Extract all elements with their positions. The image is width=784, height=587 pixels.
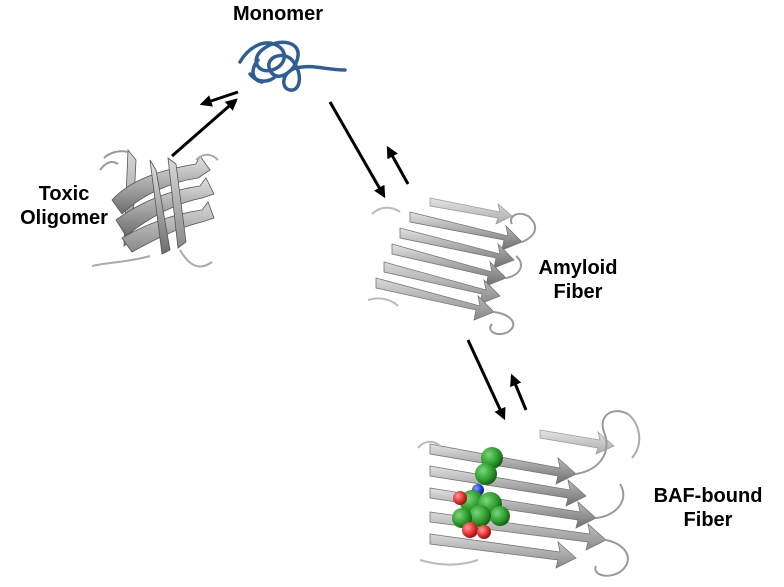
baf-ligand-molecule: [452, 447, 510, 539]
amyloid-fiber-label-line2: Fiber: [553, 281, 603, 303]
toxic-oligomer-label-line2: Oligomer: [20, 207, 108, 229]
monomer-coil: [238, 40, 347, 92]
amyloid-fiber-label-line1: Amyloid: [538, 257, 618, 279]
arrows-monomer-amyloid: [328, 101, 410, 199]
baf-fiber-label-line2: Fiber: [683, 509, 733, 531]
amyloid-fiber-label: Amyloid Fiber: [528, 256, 628, 304]
baf-bound-fiber-structure: [417, 410, 641, 577]
monomer-label: Monomer: [228, 2, 328, 26]
toxic-oligomer-structure: [91, 148, 219, 268]
amyloid-fiber-structure: [367, 197, 537, 336]
baf-fiber-label-line1: BAF-bound: [653, 485, 763, 507]
toxic-oligomer-label-line1: Toxic: [38, 183, 90, 205]
toxic-oligomer-label: Toxic Oligomer: [14, 182, 114, 230]
arrows-amyloid-baf: [466, 339, 528, 421]
baf-fiber-label: BAF-bound Fiber: [648, 484, 768, 532]
arrows-oligomer-monomer: [171, 90, 239, 158]
monomer-label-text: Monomer: [233, 3, 323, 25]
